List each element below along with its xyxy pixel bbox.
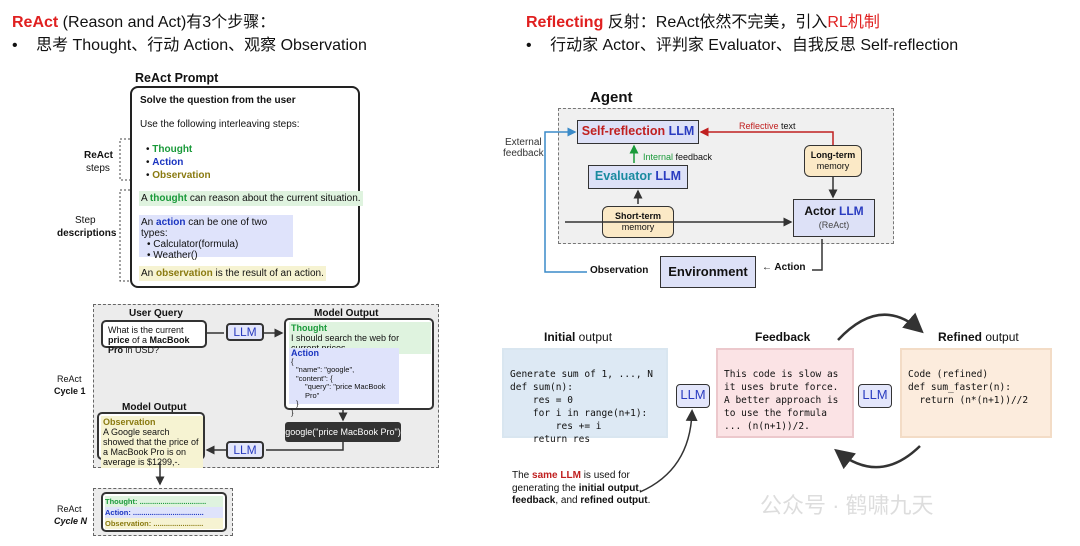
right-bullet-text: 行动家 Actor、评判家 Evaluator、自我反思 Self-reflec… bbox=[550, 37, 959, 54]
side-step-desc-1: Step bbox=[75, 215, 96, 226]
thought-description: A thought can reason about the current s… bbox=[139, 191, 363, 206]
cycleN-label-2: Cycle N bbox=[54, 516, 88, 526]
self-reflection-box: Self-reflection LLM bbox=[577, 120, 699, 144]
observation-description: An observation is the result of an actio… bbox=[139, 266, 326, 281]
left-title: ReAct (Reason and Act)有3个步骤： bbox=[12, 8, 275, 32]
llm-pill-refined: LLM bbox=[858, 384, 892, 408]
cycle1-label-1: ReAct bbox=[57, 374, 82, 384]
right-bullet: • 行动家 Actor、评判家 Evaluator、自我反思 Self-refl… bbox=[526, 31, 958, 55]
external-feedback-label: External feedback bbox=[503, 137, 544, 159]
step-observation: • Observation bbox=[146, 170, 211, 181]
long-term-memory-box: Long-term memory bbox=[804, 145, 862, 177]
cycleN-lines: Thought: ...............................… bbox=[105, 496, 223, 529]
google-call-box: google("price MacBook Pro") bbox=[285, 422, 401, 442]
side-brackets bbox=[119, 138, 130, 282]
prompt-line1: Solve the question from the user bbox=[140, 95, 296, 106]
model-output-label-2: Model Output bbox=[122, 402, 187, 413]
left-bullet-dot: • bbox=[12, 37, 18, 54]
cycleN-label-1: ReAct bbox=[57, 504, 82, 514]
model-output-label-1: Model Output bbox=[314, 308, 379, 319]
side-step-desc-2: descriptions bbox=[57, 228, 117, 239]
actor-box: Actor LLM (ReAct) bbox=[793, 199, 875, 237]
reflective-text-label: Reflective text bbox=[739, 121, 796, 131]
step-thought: • Thought bbox=[146, 144, 193, 155]
agent-title: Agent bbox=[590, 89, 633, 106]
refined-output-label: Refined output bbox=[938, 330, 1019, 344]
action-description: An action can be one of two types: • Cal… bbox=[139, 215, 293, 261]
action-label: ← Action bbox=[762, 262, 806, 273]
side-react-steps-2: steps bbox=[86, 163, 110, 174]
user-query-label: User Query bbox=[129, 308, 183, 319]
model-action: Action { "name": "google", "content": { … bbox=[289, 348, 399, 416]
internal-feedback-label: Internal feedback bbox=[643, 152, 713, 162]
right-bullet-dot: • bbox=[526, 37, 532, 54]
llm-pill-2: LLM bbox=[226, 441, 264, 459]
watermark: 公众号 · 鹤啸九天 bbox=[760, 493, 934, 518]
right-title-red: RL机制 bbox=[827, 14, 880, 31]
refined-code-box: Code (refined)def sum_faster(n): return … bbox=[900, 348, 1052, 438]
initial-output-label: Initial output bbox=[544, 330, 613, 344]
evaluator-box: Evaluator LLM bbox=[588, 165, 688, 189]
left-title-bold: ReAct bbox=[12, 14, 59, 31]
step-action: • Action bbox=[146, 157, 184, 168]
prompt-line2: Use the following interleaving steps: bbox=[140, 119, 300, 130]
right-title-bold: Reflecting bbox=[526, 14, 604, 31]
right-title: Reflecting 反射：ReAct依然不完美，引入RL机制 bbox=[526, 8, 880, 32]
environment-box: Environment bbox=[660, 256, 756, 288]
model-observation: Observation A Google search showed that … bbox=[101, 416, 203, 468]
react-prompt-title: ReAct Prompt bbox=[135, 71, 219, 85]
left-bullet: • 思考 Thought、行动 Action、观察 Observation bbox=[12, 31, 367, 55]
same-llm-note: The same LLM is used for generating the … bbox=[512, 470, 651, 506]
feedback-label: Feedback bbox=[755, 330, 811, 344]
side-react-steps-1: ReAct bbox=[84, 150, 113, 161]
user-query-box: What is the current price of a MacBook P… bbox=[101, 320, 207, 355]
right-title-mid: 反射：ReAct依然不完美，引入 bbox=[603, 14, 828, 31]
left-bullet-text: 思考 Thought、行动 Action、观察 Observation bbox=[36, 37, 367, 54]
prompt-steps-list: • Thought • Action • Observation bbox=[146, 143, 211, 182]
cycle1-label-2: Cycle 1 bbox=[54, 386, 86, 396]
llm-pill-1: LLM bbox=[226, 323, 264, 341]
llm-pill-initial: LLM bbox=[676, 384, 710, 408]
observation-label: Observation bbox=[590, 265, 649, 276]
left-title-rest: (Reason and Act)有3个步骤： bbox=[58, 14, 276, 31]
